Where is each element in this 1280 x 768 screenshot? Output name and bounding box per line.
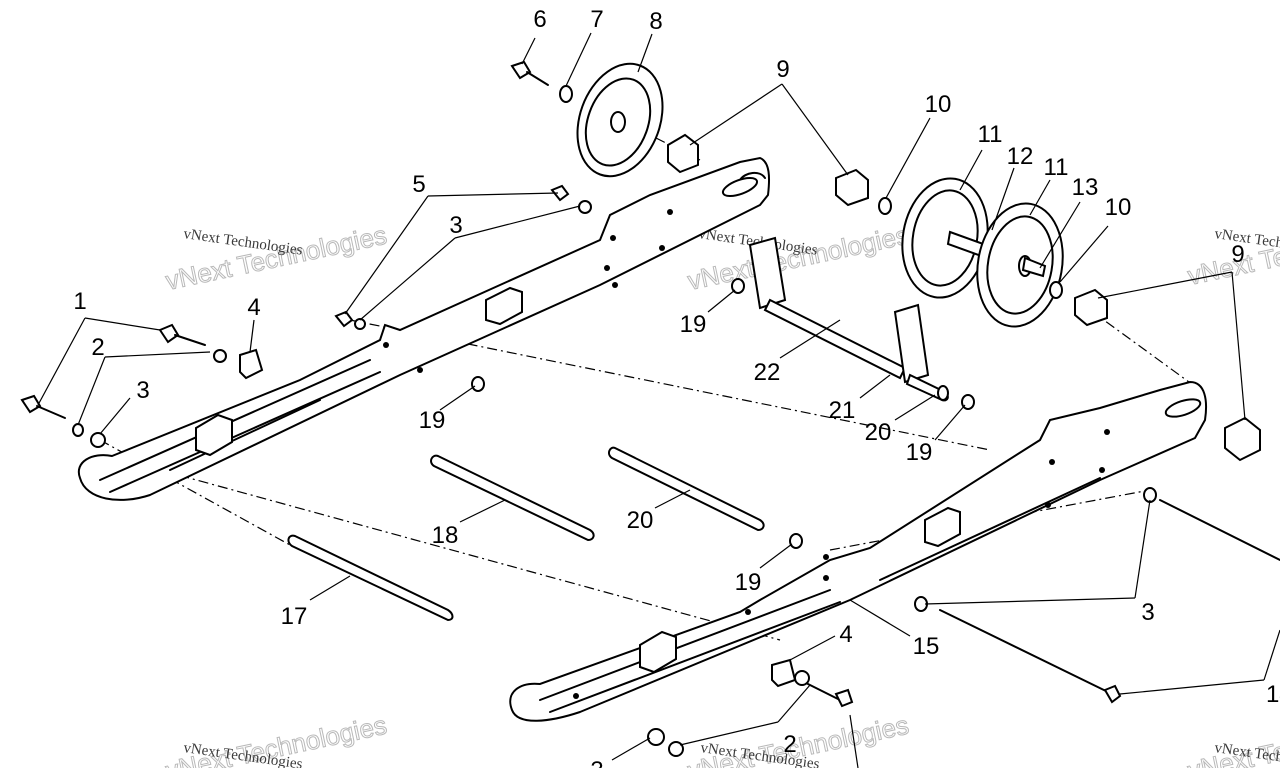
- callout-3-fourth: 3: [590, 757, 603, 768]
- idler-wheel-8: [576, 62, 664, 178]
- axle-bracket-9: [667, 133, 1261, 462]
- leader-lines: [37, 32, 1280, 768]
- watermark-bottom-center: vNext Technologies vNext Technologies: [685, 709, 912, 768]
- callout-17: 17: [281, 603, 308, 630]
- callout-4-second: 4: [839, 621, 852, 648]
- rear-axle-assembly: [748, 236, 949, 402]
- callout-2-second: 2: [783, 731, 796, 758]
- nut-5: [334, 184, 570, 328]
- callout-5: 5: [412, 171, 425, 198]
- callout-9: 9: [776, 56, 789, 83]
- cross-shaft-20: [608, 446, 765, 532]
- bolt-1: [20, 323, 206, 419]
- callout-6: 6: [533, 6, 546, 33]
- washers: [72, 85, 1157, 757]
- spacer-4: [239, 348, 797, 688]
- left-rail-front: [509, 380, 1208, 722]
- callout-21: 21: [829, 397, 856, 424]
- callout-15: 15: [913, 633, 940, 660]
- watermark-bottom-left: vNext Technologies vNext Technologies: [163, 709, 390, 768]
- watermark-bottom-right: vNext Technologies vNext Technologies: [1185, 709, 1280, 768]
- callout-10-second: 10: [1105, 194, 1132, 221]
- callout-11-second: 11: [1044, 154, 1069, 181]
- callout-19-third: 19: [906, 439, 933, 466]
- callout-14: 14: [1266, 681, 1280, 708]
- callout-3: 3: [449, 212, 462, 239]
- long-bolt-14: [939, 499, 1280, 704]
- callout-7: 7: [590, 6, 603, 33]
- bolt-bottom: [799, 679, 854, 708]
- callout-labels: 6 7 8 9 10 11 12 11 13 10 9 5 3 1 2 3 4 …: [73, 6, 1280, 768]
- watermark-top-center: vNext Technologies vNext Technologies: [685, 219, 912, 296]
- watermark-top-left: vNext Technologies vNext Technologies: [163, 219, 390, 296]
- bolt-6: [510, 60, 549, 86]
- callout-2: 2: [91, 334, 104, 361]
- cross-shaft-18: [430, 454, 595, 542]
- callout-18: 18: [432, 522, 459, 549]
- callout-13: 13: [1072, 174, 1099, 201]
- callout-19: 19: [419, 407, 446, 434]
- callout-9-second: 9: [1231, 241, 1244, 268]
- callout-20: 20: [865, 419, 892, 446]
- callout-1: 1: [73, 288, 86, 315]
- idler-wheel-set-11: [901, 177, 1064, 328]
- rail-slide-block: [195, 286, 961, 674]
- callout-4: 4: [247, 294, 260, 321]
- callout-3-third: 3: [1141, 599, 1154, 626]
- callout-3-second: 3: [136, 377, 149, 404]
- callout-20-second: 20: [627, 507, 654, 534]
- callout-8: 8: [649, 8, 662, 35]
- callout-19-second: 19: [680, 311, 707, 338]
- left-rail-rear: [77, 156, 770, 501]
- callout-22: 22: [754, 359, 781, 386]
- callout-12: 12: [1007, 143, 1034, 170]
- cross-shaft-17: [287, 534, 454, 622]
- callout-19-fourth: 19: [735, 569, 762, 596]
- callout-10: 10: [925, 91, 952, 118]
- callout-11: 11: [978, 121, 1003, 148]
